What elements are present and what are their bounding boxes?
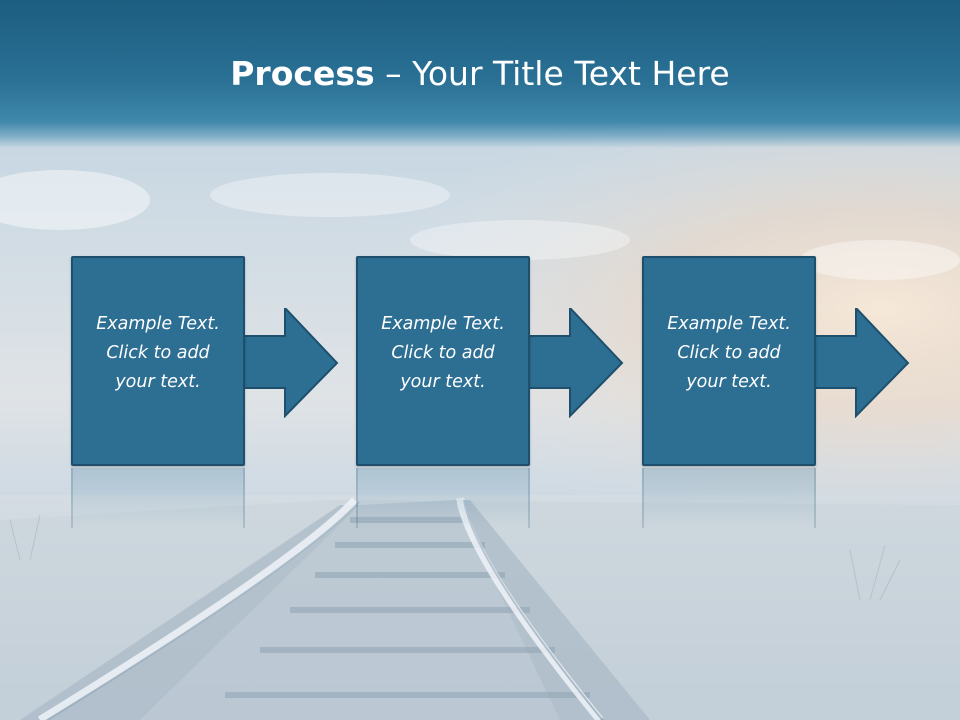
step-reflection xyxy=(356,468,530,528)
step-box[interactable] xyxy=(71,256,245,466)
step-reflection xyxy=(642,468,816,528)
step-text[interactable]: Example Text. Click to add your text. xyxy=(381,314,505,392)
title-band xyxy=(0,0,960,148)
title-bold-part: Process xyxy=(230,54,375,93)
arrow-right-icon xyxy=(814,308,910,418)
arrow-right-icon xyxy=(243,308,339,418)
step-box[interactable] xyxy=(356,256,530,466)
title-rest-part: – Your Title Text Here xyxy=(374,54,730,93)
slide-title[interactable]: Process – Your Title Text Here xyxy=(0,52,960,96)
step-text[interactable]: Example Text. Click to add your text. xyxy=(667,314,791,392)
arrow-right-icon xyxy=(528,308,624,418)
step-text[interactable]: Example Text. Click to add your text. xyxy=(96,314,220,392)
step-box[interactable] xyxy=(642,256,816,466)
step-reflection xyxy=(71,468,245,528)
